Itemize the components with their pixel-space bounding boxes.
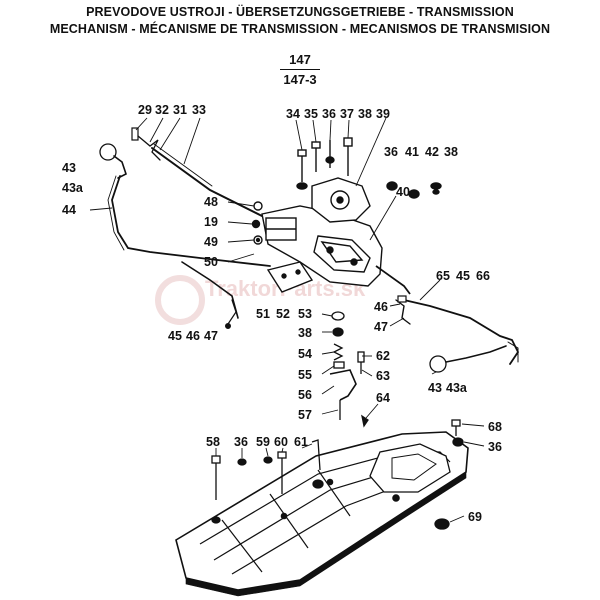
label-45-left: 45 (168, 329, 182, 343)
label-51: 51 (256, 307, 270, 321)
nut-36c (452, 437, 464, 447)
label-39: 39 (376, 107, 390, 121)
label-55: 55 (298, 368, 312, 382)
label-38-top: 38 (358, 107, 372, 121)
label-44: 44 (62, 203, 76, 217)
part-55 (333, 361, 345, 369)
label-41: 41 (405, 145, 419, 159)
label-54: 54 (298, 347, 312, 361)
label-50: 50 (204, 255, 218, 269)
plate-51-52 (266, 261, 314, 293)
label-68: 68 (488, 420, 502, 434)
bolt-58 (211, 455, 221, 464)
lower-linkage-left (181, 261, 239, 319)
label-65: 65 (436, 269, 450, 283)
label-36-lower: 36 (234, 435, 248, 449)
gearbox-housing (251, 137, 442, 295)
label-42: 42 (425, 145, 439, 159)
shift-rod-33 (151, 147, 263, 217)
label-19: 19 (204, 215, 218, 229)
base-frame (175, 431, 469, 597)
label-35: 35 (304, 107, 318, 121)
lower-bolts (211, 419, 464, 530)
label-33: 33 (192, 103, 206, 117)
label-60: 60 (274, 435, 288, 449)
label-52: 52 (276, 307, 290, 321)
label-36-top: 36 (322, 107, 336, 121)
right-cable-66 (403, 299, 520, 365)
label-59: 59 (256, 435, 270, 449)
label-46-right: 46 (374, 300, 388, 314)
watermark-gear-icon (155, 275, 205, 325)
center-stack (329, 311, 369, 428)
washer-42 (430, 182, 442, 190)
label-46-left: 46 (186, 329, 200, 343)
part-19 (251, 219, 261, 229)
label-62: 62 (376, 349, 390, 363)
right-cable-assembly (395, 295, 520, 373)
label-43-left: 43 (62, 161, 76, 175)
label-38-right: 38 (444, 145, 458, 159)
label-43-right: 43 (428, 381, 442, 395)
label-31: 31 (173, 103, 187, 117)
label-47-left: 47 (204, 329, 218, 343)
part-59 (263, 456, 273, 464)
title-line-1: PREVODOVE USTROJI - ÜBERSETZUNGSGETRIEBE… (86, 5, 514, 19)
nut-41 (408, 189, 420, 199)
label-48: 48 (204, 195, 218, 209)
label-69: 69 (468, 510, 482, 524)
label-58: 58 (206, 435, 220, 449)
left-knob (99, 143, 117, 161)
bolt-29 (131, 127, 139, 141)
left-knob-link (113, 155, 127, 179)
part-48 (253, 201, 263, 211)
part-53 (331, 311, 345, 321)
label-63: 63 (376, 369, 390, 383)
label-66: 66 (476, 269, 490, 283)
reference-number-bottom: 147-3 (283, 72, 317, 87)
reference-number-top: 147 (289, 52, 311, 67)
part-38c (332, 327, 344, 337)
part-69 (434, 518, 450, 530)
label-43a-left: 43a (62, 181, 84, 195)
label-49: 49 (204, 235, 218, 249)
label-57: 57 (298, 408, 312, 422)
label-32: 32 (155, 103, 169, 117)
label-56: 56 (298, 388, 312, 402)
label-43a-right: 43a (446, 381, 468, 395)
leader-lines (89, 117, 485, 523)
spring-54 (332, 343, 344, 361)
reference-divider (280, 69, 320, 70)
part-62 (357, 351, 365, 363)
label-53: 53 (298, 307, 312, 321)
label-61: 61 (294, 435, 308, 449)
label-40: 40 (396, 185, 410, 199)
label-29: 29 (138, 103, 152, 117)
left-cable-44 (111, 175, 271, 267)
clamp-31-32 (137, 135, 161, 161)
part-61 (311, 439, 321, 471)
nut-36d (237, 458, 247, 466)
label-64: 64 (376, 391, 390, 405)
lever-56 (329, 369, 357, 401)
part-labels: 29 32 31 33 34 35 36 37 38 39 36 41 42 3… (62, 103, 502, 524)
label-38-center: 38 (298, 326, 312, 340)
label-45-right: 45 (456, 269, 470, 283)
label-47-right: 47 (374, 320, 388, 334)
label-36-lower-right: 36 (488, 440, 502, 454)
bolt-68 (451, 419, 461, 427)
title-line-2: MECHANISM - MÉCANISME DE TRANSMISSION - … (49, 22, 551, 36)
bracket-46-47 (395, 299, 411, 325)
label-34: 34 (286, 107, 300, 121)
label-37: 37 (340, 107, 354, 121)
pin-64 (361, 414, 369, 428)
nut-36 (386, 181, 398, 191)
label-36-right: 36 (384, 145, 398, 159)
left-cable-assembly (99, 127, 271, 329)
right-knob (429, 355, 447, 373)
